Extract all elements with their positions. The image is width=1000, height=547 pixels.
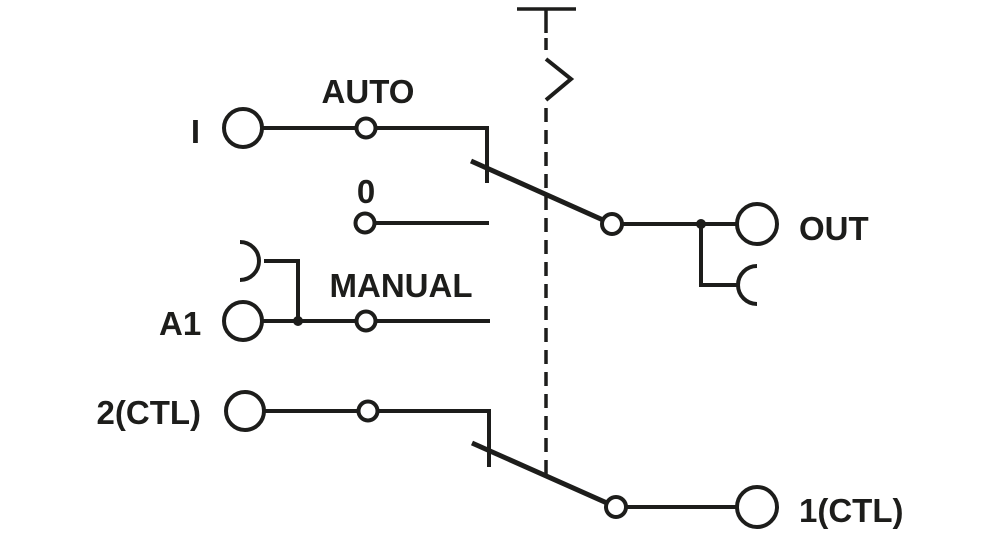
label-2ctl: 2(CTL)	[97, 394, 201, 431]
junction-dot-a1	[293, 316, 303, 326]
label-out: OUT	[799, 210, 869, 247]
label-auto: AUTO	[322, 73, 415, 110]
wire-out-socket-branch	[699, 224, 737, 287]
contact-2ctl-circle	[356, 399, 380, 423]
label-manual: MANUAL	[330, 267, 473, 304]
terminal-a1-circle	[222, 300, 264, 342]
contact-points	[353, 116, 628, 519]
labels: I AUTO 0 MANUAL A1 2(CTL) OUT 1(CTL)	[97, 73, 904, 529]
label-a1: A1	[159, 305, 201, 342]
contact-auto-circle	[354, 116, 378, 140]
terminal-out-circle	[735, 202, 779, 246]
switch-blades	[469, 158, 618, 510]
wire-a1-socket-branch	[264, 259, 300, 321]
label-zero: 0	[357, 173, 375, 210]
label-1ctl: 1(CTL)	[799, 492, 903, 529]
terminal-i-circle	[222, 107, 264, 149]
wires	[239, 126, 758, 509]
junction-dot-out	[696, 219, 706, 229]
terminals	[222, 107, 779, 529]
switch-blade-bottom	[470, 440, 618, 510]
pivot-bottom-circle	[604, 495, 628, 519]
wire-i-to-auto-contact	[262, 126, 489, 183]
manual-actuator-zigzag-icon	[544, 57, 575, 102]
socket-arc-a1-icon	[239, 240, 261, 282]
switch-blade-top	[469, 158, 614, 227]
junction-dots	[293, 219, 706, 326]
contact-zero-circle	[353, 211, 377, 235]
terminal-1ctl-circle	[735, 485, 779, 529]
socket-arc-out-icon	[736, 264, 758, 306]
pivot-top-circle	[600, 212, 624, 236]
contact-manual-circle	[354, 309, 378, 333]
terminal-2ctl-circle	[224, 390, 266, 432]
mechanical-linkage	[517, 7, 576, 477]
wire-2ctl-to-contact	[264, 409, 491, 467]
label-i: I	[191, 113, 200, 150]
